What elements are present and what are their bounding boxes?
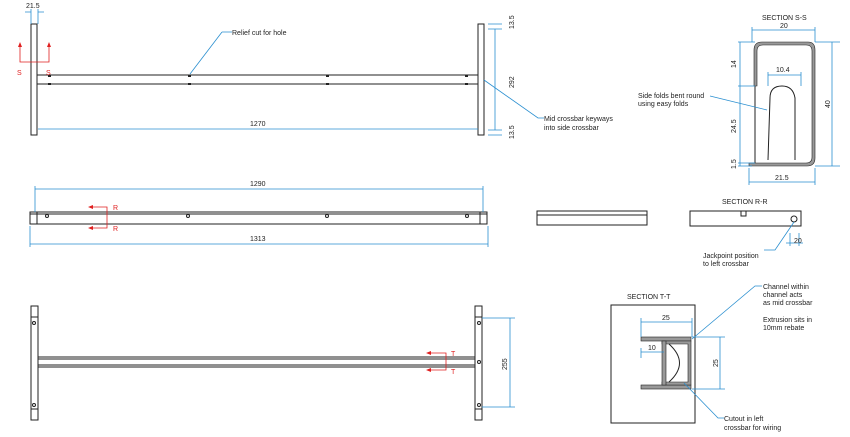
dim-length: 1270 [250,121,266,128]
dim-width: 21.5 [26,3,40,10]
dim-width-line [25,9,44,24]
section-r-label-top: R [113,205,118,212]
tt-note-extrusion-1: Extrusion sits in [763,317,812,324]
rr-note-2: to left crossbar [703,261,750,268]
ss-note-1: Side folds bent round [638,93,704,100]
dim-top: 13.5 [509,15,516,29]
tt-note-cutout-2: crossbar for wiring [724,425,781,432]
section-s-label-right: S [46,70,51,77]
section-rr-title: SECTION R-R [722,199,768,206]
section-s-arrows [18,42,51,47]
section-t-label-top: T [451,351,456,358]
top-view: 21.5 S S 1270 Relief cut for hole 13.5 2… [17,3,613,139]
relief-leader [189,31,232,75]
ss-dim-base: 1.5 [731,159,738,169]
note-relief: Relief cut for hole [232,30,287,37]
note-keyways-2: into side crossbar [544,125,600,132]
ss-dim-bottom: 21.5 [775,175,789,182]
ss-dim-height: 40 [825,100,832,108]
dim-bottom: 13.5 [509,125,516,139]
dim-255: 255 [502,358,509,370]
holes [45,214,469,218]
ss-note-2: using easy folds [638,101,689,108]
bottom-view: 255 T T [30,305,515,421]
ss-dim-inner: 10.4 [776,67,790,74]
rr-dim: 20 [794,238,802,245]
middle-view: 1290 1313 R R [29,181,648,247]
section-s-label-left: S [17,70,22,77]
crossbar-side [29,211,488,225]
tt-note-channel-1: Channel within [763,284,809,291]
dim-right-lines [488,23,502,136]
tt-dim-rebate: 10 [648,345,656,352]
left-side-bar [30,23,38,136]
section-t-t: SECTION T-T 25 10 25 Channel within chan… [610,284,813,432]
ss-dim-upper: 14 [731,60,738,68]
right-side-bar [477,23,485,136]
dim-1290: 1290 [250,181,266,188]
section-ss-title: SECTION S-S [762,15,807,22]
keyway-marks [48,75,468,85]
section-s-cut-line [19,44,50,63]
ss-dim-mid: 24.5 [731,119,738,133]
tt-note-channel-2: channel acts [763,292,803,299]
tt-note-cutout-1: Cutout in left [724,416,763,423]
end-view [536,210,648,226]
keyways-leader [483,79,544,119]
tt-dim-height: 25 [713,359,720,367]
section-s-s: SECTION S-S 20 10.4 14 24.5 1.5 40 21.5 … [638,15,840,185]
section-t-label-bottom: T [451,369,456,376]
tt-note-channel-3: as mid crossbar [763,300,813,307]
section-tt-title: SECTION T-T [627,294,671,301]
mid-crossbar [37,356,476,368]
note-keyways-1: Mid crossbar keyways [544,116,613,123]
profile-outline [748,41,816,167]
dim-height: 292 [509,76,516,88]
rr-note-1: Jackpoint position [703,253,759,260]
section-r-r: SECTION R-R 20 Jackpoint position to lef… [689,199,803,268]
section-r-label-bottom: R [113,226,118,233]
dim-1313: 1313 [250,236,266,243]
tt-note-extrusion-2: 10mm rebate [763,325,804,332]
ss-dim-top: 20 [780,23,788,30]
tt-dim-width: 25 [662,315,670,322]
side-fold [754,85,796,163]
